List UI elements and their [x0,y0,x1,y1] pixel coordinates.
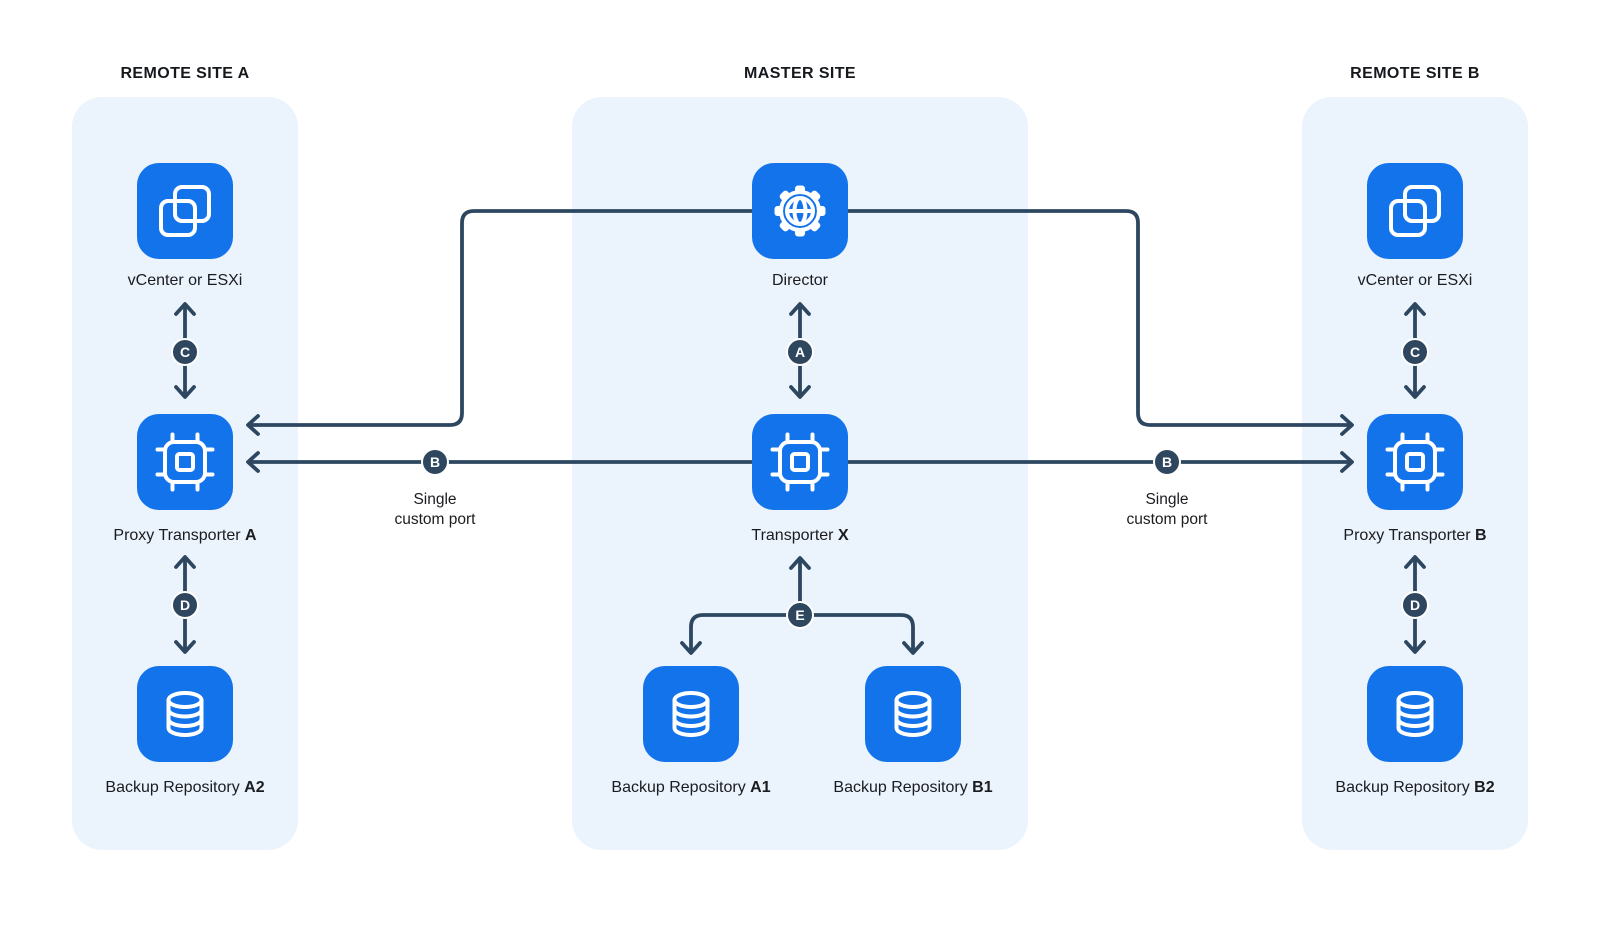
badge-b-left: B [421,448,449,476]
node-label: Proxy Transporter B [1343,527,1486,544]
badge-d-left: D [171,591,199,619]
svg-text:custom port: custom port [395,511,477,528]
node-label: Proxy Transporter A [113,527,257,544]
badge-b-right: B [1153,448,1181,476]
node-label: Backup Repository A1 [611,779,770,796]
connector-transporter-x-to-proxy-b [846,451,1354,473]
arrowhead-down-icon [174,640,196,654]
site-title-remote-a: REMOTE SITE A [120,65,249,82]
annotation-single-custom-port-left: Single custom port [395,491,477,528]
arrowhead-up-icon [789,302,811,316]
svg-text:B: B [1162,454,1172,470]
node-label: Director [772,272,829,289]
svg-text:E: E [795,607,804,623]
arrowhead-right-icon [1340,414,1354,436]
arrowhead-left-icon [246,451,260,473]
node-label: Backup Repository B2 [1335,779,1494,796]
annotation-single-custom-port-right: Single custom port [1127,491,1209,528]
arrowhead-up-icon [789,556,811,570]
node-label: Transporter X [751,527,849,544]
arrowhead-up-icon [174,555,196,569]
svg-text:C: C [180,344,190,360]
svg-text:D: D [1410,597,1420,613]
site-title-remote-b: REMOTE SITE B [1350,65,1480,82]
node-proxy-transporter-a: Proxy Transporter A [113,414,257,544]
node-backup-repository-a2: Backup Repository A2 [105,666,265,796]
node-backup-repository-b2: Backup Repository B2 [1335,666,1495,796]
badge-c-right: C [1401,338,1429,366]
node-transporter-x: Transporter X [751,414,849,544]
badge-a: A [786,338,814,366]
node-director: Director [752,163,848,289]
node-vcenter-a: vCenter or ESXi [128,163,243,289]
node-label: vCenter or ESXi [1358,272,1473,289]
badge-e: E [786,601,814,629]
connector-transporter-x-to-proxy-a [246,451,754,473]
svg-text:Single: Single [413,491,456,508]
node-backup-repository-a1: Backup Repository A1 [611,666,771,796]
arrowhead-right-icon [1340,451,1354,473]
svg-text:Single: Single [1145,491,1188,508]
arrowhead-down-icon [174,385,196,399]
arrowhead-down-icon [902,641,924,655]
node-label: Backup Repository A2 [105,779,264,796]
connector-director-to-proxy-a [246,209,754,436]
svg-text:B: B [430,454,440,470]
gear-globe-icon [772,183,828,239]
node-proxy-transporter-b: Proxy Transporter B [1343,414,1487,544]
node-label: vCenter or ESXi [128,272,243,289]
svg-text:custom port: custom port [1127,511,1209,528]
svg-text:C: C [1410,344,1420,360]
svg-text:D: D [180,597,190,613]
arrowhead-down-icon [789,385,811,399]
badge-c-left: C [171,338,199,366]
svg-text:A: A [795,344,805,360]
node-label: Backup Repository B1 [833,779,992,796]
node-vcenter-b: vCenter or ESXi [1358,163,1473,289]
arrowhead-up-icon [1404,555,1426,569]
arrowhead-down-icon [1404,385,1426,399]
arrowhead-down-icon [1404,640,1426,654]
arrowhead-up-icon [1404,302,1426,316]
arrowhead-up-icon [174,302,196,316]
site-title-master: MASTER SITE [744,65,856,82]
arrowhead-left-icon [246,414,260,436]
badge-d-right: D [1401,591,1429,619]
connector-director-to-proxy-b [846,209,1354,436]
arrowhead-down-icon [680,641,702,655]
node-backup-repository-b1: Backup Repository B1 [833,666,993,796]
